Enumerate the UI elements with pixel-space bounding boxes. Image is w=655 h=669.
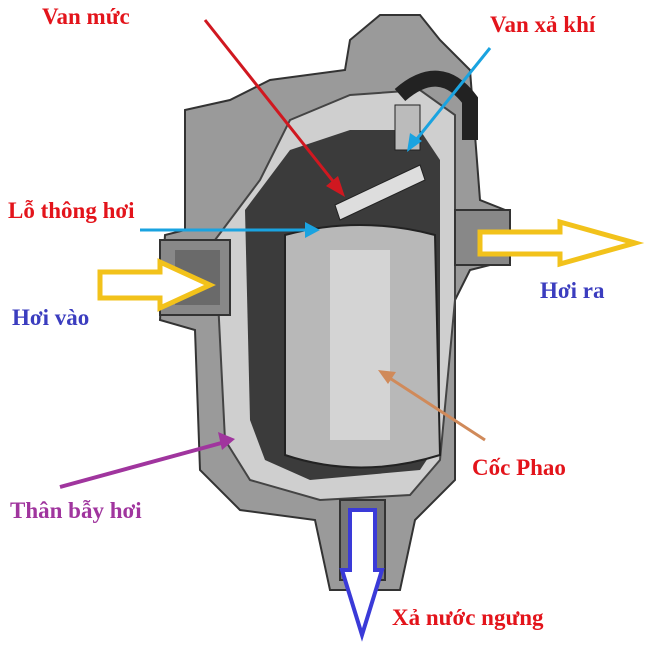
float-cup-shape [284, 224, 442, 469]
label-level-valve: Van mức [42, 4, 130, 29]
float-cup-pointer [384, 373, 486, 442]
label-condensate-drain: Xả nước ngưng [392, 605, 544, 630]
level-valve-pointer [203, 19, 342, 191]
drain-arrow [339, 508, 385, 642]
label-air-vent-valve: Van xả khí [490, 12, 596, 37]
air-vent-pointer [410, 47, 492, 146]
label-steam-out: Hơi ra [540, 278, 605, 303]
air-vent-tube [394, 70, 478, 140]
label-vent-hole: Lỗ thông hơi [8, 198, 135, 223]
trap-body-pointer [59, 440, 226, 489]
steam-out-arrow [477, 218, 645, 268]
steam-in-arrow [97, 258, 216, 312]
label-float-cup: Cốc Phao [472, 455, 566, 480]
label-trap-body: Thân bẫy hơi [10, 498, 142, 523]
label-steam-in: Hơi vào [12, 305, 90, 330]
